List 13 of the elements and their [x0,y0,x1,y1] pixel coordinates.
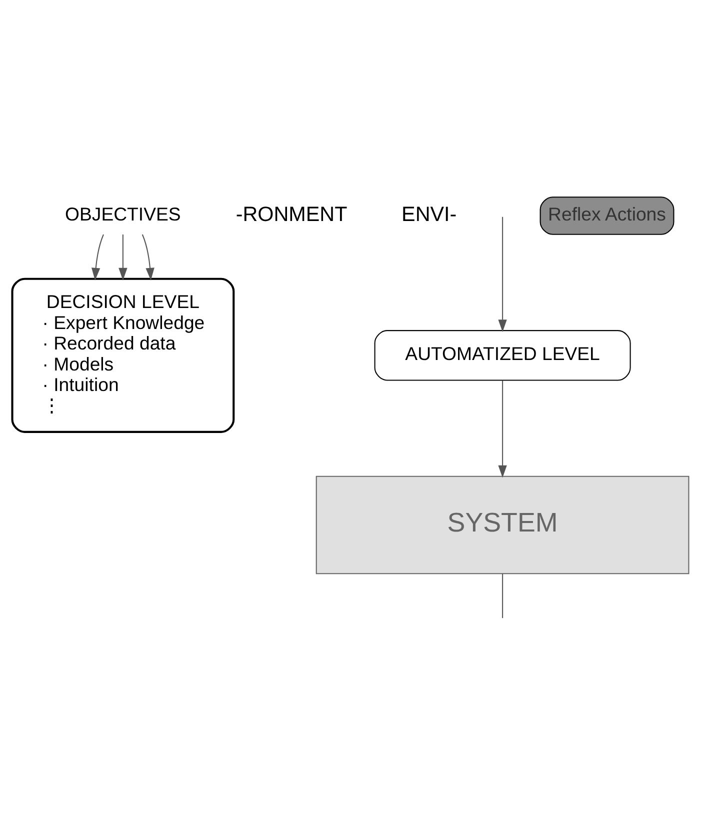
connector [502,573,504,618]
label: ENVI- [402,202,457,226]
node-box: Reflex Actions [540,196,674,234]
arrow [92,234,104,280]
node-text: OBJECTIVES [65,202,181,224]
node-box: AUTOMATIZED LEVEL [374,330,631,380]
arrow [498,380,507,478]
arrow [118,234,128,280]
node-box: SYSTEM [316,475,690,574]
arrow [142,234,154,280]
label: -RONMENT [236,202,348,226]
node-box: DECISION LEVEL · Expert Knowledge · Recorded data · Models · Intuition ⋮ [11,277,235,432]
arrow [498,216,507,332]
